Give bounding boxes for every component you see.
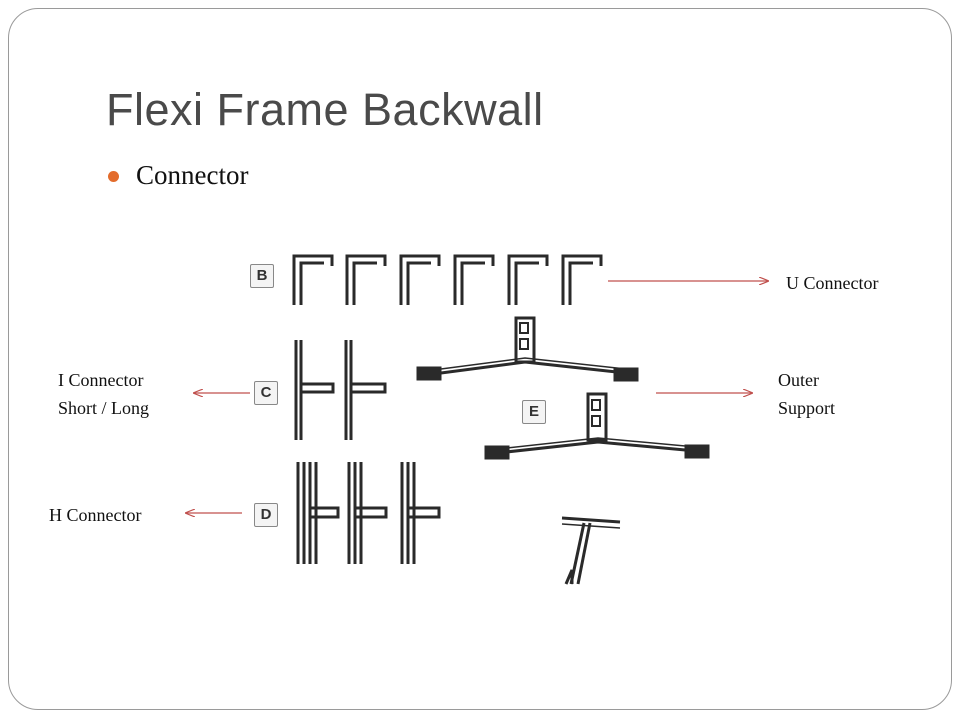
label-outer-support-line1: Outer [778,370,819,390]
label-outer-support: Outer Support [778,366,835,422]
arrows [186,281,768,513]
label-outer-support-line2: Support [778,398,836,418]
tag-b: B [250,264,274,288]
h-connector-part [347,462,388,564]
i-connector-group [294,340,387,440]
bullet-connector: Connector [136,160,249,190]
i-connector-part [344,340,387,440]
h-connector-group [296,462,441,564]
slide-title: Flexi Frame Backwall [106,84,544,135]
bullet-dot [108,171,119,182]
inner-support-bracket [561,516,621,585]
label-h-connector: H Connector [49,505,142,525]
label-i-connector-line2: Short / Long [58,398,150,418]
h-connector-part [296,462,340,564]
tag-c: C [254,381,278,405]
tag-e: E [522,400,546,424]
label-i-connector: I Connector Short / Long [58,366,149,422]
u-connector-part [399,254,441,305]
outer-support-lower [484,392,710,460]
slide-frame [8,8,952,710]
u-connector-part [292,254,334,305]
u-connector-part [345,254,387,305]
u-connector-group [292,254,603,305]
u-connector-part [507,254,549,305]
tag-d: D [254,503,278,527]
outer-support-upper [416,316,639,382]
u-connector-part [561,254,603,305]
label-u-connector: U Connector [786,273,879,293]
label-i-connector-line1: I Connector [58,370,144,390]
h-connector-part [400,462,441,564]
u-connector-part [453,254,495,305]
i-connector-part [294,340,335,440]
